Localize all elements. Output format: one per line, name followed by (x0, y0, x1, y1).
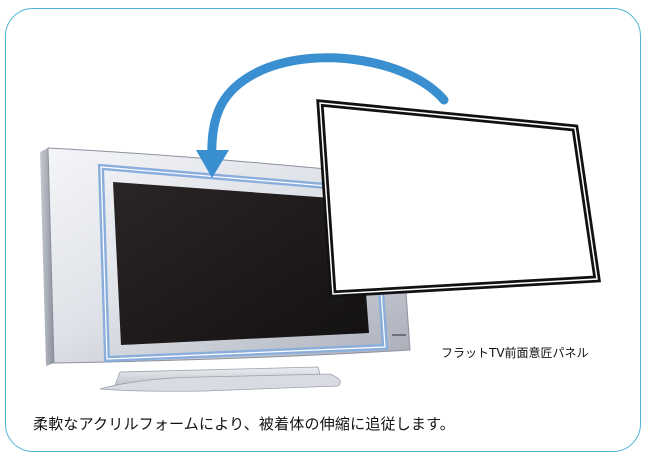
front-design-panel (316, 99, 602, 298)
panel-label: フラットTV前面意匠パネル (441, 346, 589, 360)
caption-text: 柔軟なアクリルフォームにより、被着体の伸縮に追従します。 (33, 415, 456, 433)
tv-stand (99, 366, 341, 392)
tv-body (40, 147, 411, 366)
placement-arrow (196, 53, 449, 178)
